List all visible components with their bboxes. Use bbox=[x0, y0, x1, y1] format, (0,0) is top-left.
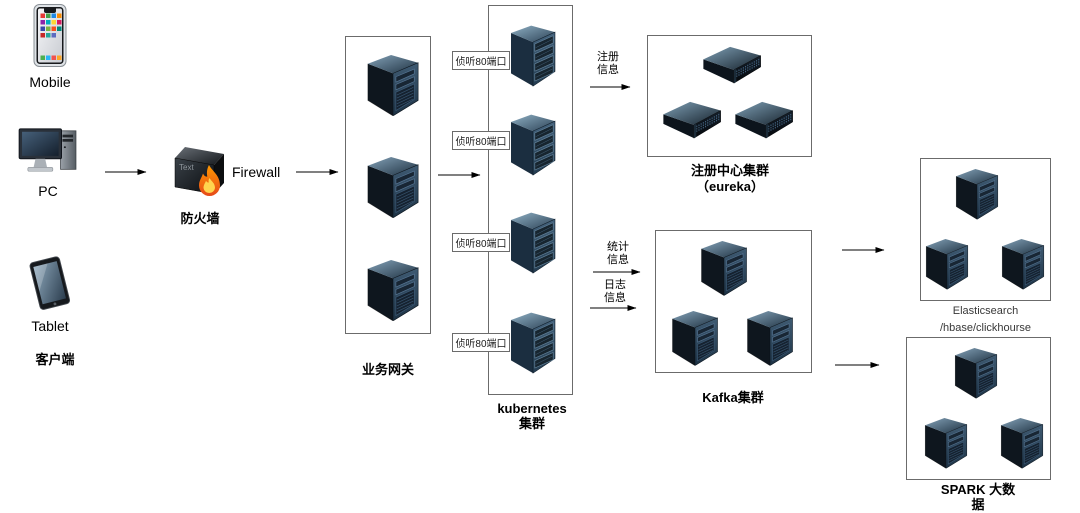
flow-logs-label: 日志 信息 bbox=[595, 279, 635, 305]
firewall-label-zh: 防火墙 bbox=[180, 211, 220, 226]
elasticsearch-label-line2: /hbase/clickhourse bbox=[939, 322, 1032, 334]
rackmount-server-icon bbox=[732, 100, 796, 142]
flow-stats-label: 统计 信息 bbox=[598, 241, 638, 267]
spark-label-line1: SPARK 大数 bbox=[940, 482, 1016, 497]
tower-server-icon bbox=[364, 257, 422, 321]
port-80-label: 侦听80端口 bbox=[452, 233, 510, 252]
clients-group-label: 客户端 bbox=[35, 352, 75, 367]
gateway-cluster-box bbox=[345, 36, 431, 334]
tower-server-icon bbox=[953, 164, 1001, 222]
port-80-label: 侦听80端口 bbox=[452, 333, 510, 352]
tower-server-icon bbox=[923, 234, 971, 292]
tablet-label: Tablet bbox=[31, 318, 69, 334]
rack-server-icon bbox=[506, 309, 560, 375]
flow-stats-line2: 信息 bbox=[607, 254, 629, 266]
tower-server-icon bbox=[998, 413, 1046, 471]
kubernetes-label: kubernetes 集群 bbox=[482, 401, 582, 431]
eureka-label-line1: 注册中心集群 bbox=[690, 163, 769, 178]
rackmount-server-icon bbox=[700, 45, 764, 87]
eureka-cluster-box bbox=[647, 35, 812, 157]
eureka-label-line2: （eureka） bbox=[696, 179, 764, 194]
rackmount-server-icon bbox=[660, 100, 724, 142]
kafka-cluster-box bbox=[655, 230, 812, 373]
flow-stats-line1: 统计 bbox=[607, 241, 629, 253]
tower-server-icon bbox=[952, 343, 1000, 401]
kubernetes-cluster-box bbox=[488, 5, 573, 395]
firewall-label-en: Firewall bbox=[232, 164, 281, 180]
kubernetes-label-line2: 集群 bbox=[518, 416, 545, 431]
eureka-label: 注册中心集群 （eureka） bbox=[655, 163, 805, 195]
desktop-pc-icon bbox=[17, 126, 81, 178]
tower-server-icon bbox=[669, 306, 721, 368]
mobile-label: Mobile bbox=[29, 74, 71, 90]
pc-label: PC bbox=[38, 183, 58, 199]
tower-server-icon bbox=[744, 306, 796, 368]
tower-server-icon bbox=[922, 413, 970, 471]
port-80-label: 侦听80端口 bbox=[452, 51, 510, 70]
flow-register-label: 注册 信息 bbox=[588, 51, 628, 77]
tower-server-icon bbox=[364, 52, 422, 116]
gateway-label: 业务网关 bbox=[361, 362, 414, 377]
firewall-icon bbox=[172, 144, 228, 202]
rack-server-icon bbox=[506, 111, 560, 177]
kubernetes-label-line1: kubernetes bbox=[497, 401, 567, 416]
flow-logs-line1: 日志 bbox=[604, 279, 626, 291]
tower-server-icon bbox=[999, 234, 1047, 292]
tablet-icon bbox=[25, 255, 75, 313]
spark-label: SPARK 大数 据 bbox=[903, 482, 1053, 512]
smartphone-icon bbox=[33, 3, 67, 68]
spark-cluster-box bbox=[906, 337, 1051, 480]
rack-server-icon bbox=[506, 209, 560, 275]
flow-register-line2: 信息 bbox=[597, 64, 619, 76]
rack-server-icon bbox=[506, 22, 560, 88]
tower-server-icon bbox=[364, 154, 422, 218]
elasticsearch-cluster-box bbox=[920, 158, 1051, 301]
spark-label-line2: 据 bbox=[971, 497, 985, 512]
port-80-label: 侦听80端口 bbox=[452, 131, 510, 150]
tower-server-icon bbox=[698, 236, 750, 298]
elasticsearch-label-line1: Elasticsearch bbox=[952, 305, 1019, 317]
flow-logs-line2: 信息 bbox=[604, 292, 626, 304]
flow-register-line1: 注册 bbox=[597, 51, 619, 63]
kafka-label: Kafka集群 bbox=[702, 390, 764, 405]
